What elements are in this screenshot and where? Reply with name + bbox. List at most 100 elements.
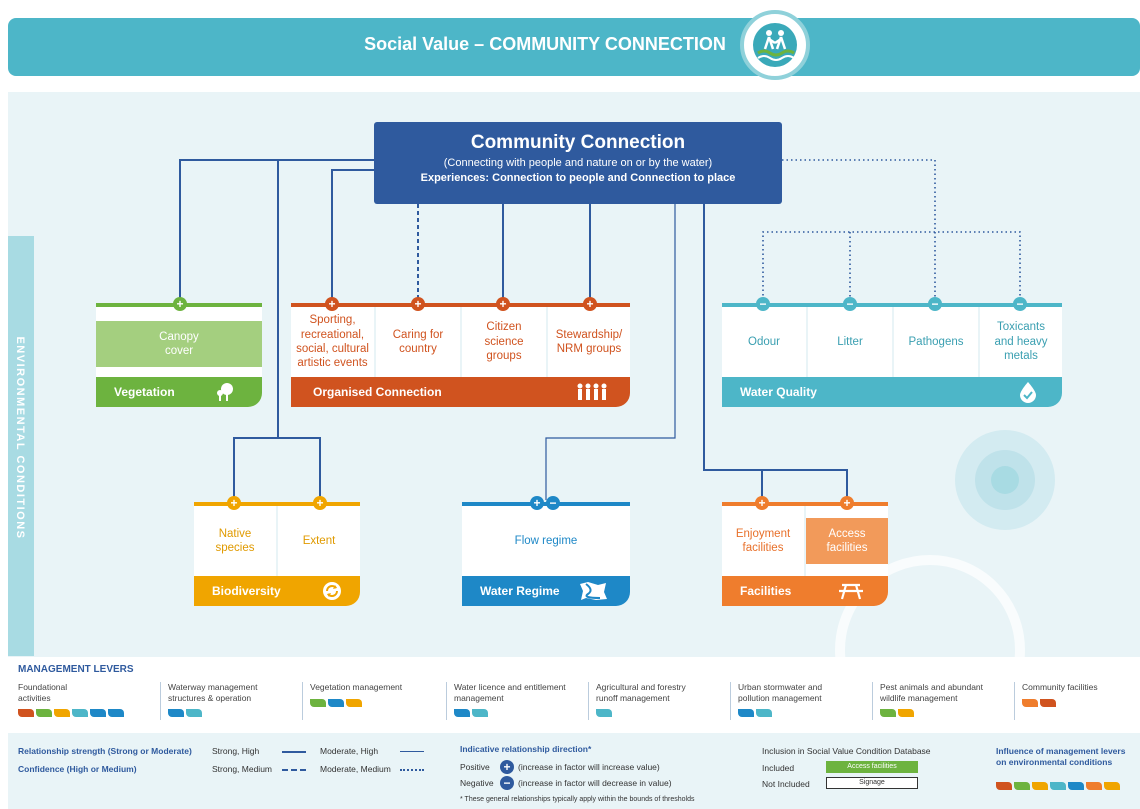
lever-swatch: [54, 709, 70, 718]
vegetation-label: Vegetation: [114, 385, 175, 399]
lever-4: Agricultural and forestry runoff managem…: [588, 682, 724, 720]
moderate-medium-label: Moderate, Medium: [320, 764, 391, 774]
lever-swatch: [186, 709, 202, 718]
connector-lines: [179, 159, 1021, 500]
native-species-label: Native species: [215, 527, 255, 554]
biodiversity-footer: Biodiversity: [194, 576, 360, 606]
caring-label: Caring for country: [392, 328, 444, 355]
lever-3: Water licence and entitlement management: [446, 682, 582, 720]
lever-swatch: [454, 709, 470, 718]
litter-minus-node: −: [843, 297, 857, 311]
strong-high-label: Strong, High: [212, 746, 260, 756]
lever-6: Pest animals and abundant wildlife manag…: [872, 682, 1008, 720]
stewardship-label: Stewardship/ NRM groups: [555, 328, 623, 355]
lever-swatch: [346, 698, 362, 707]
water-quality-footer: Water Quality: [722, 377, 1062, 407]
vegetation-cell-bg: Canopy cover: [96, 307, 262, 377]
lever-swatches: [596, 709, 724, 718]
picnic-table-icon: [838, 582, 864, 603]
positive-plus-icon: +: [500, 760, 514, 774]
direction-title: Indicative relationship direction*: [460, 744, 592, 754]
positive-label: Positive: [460, 762, 490, 772]
lever-swatch: [90, 709, 106, 718]
sporting-cell: Sporting, recreational, social, cultural…: [291, 307, 374, 377]
lever-swatch: [1022, 698, 1038, 707]
lever-5: Urban stormwater and pollution managemen…: [730, 682, 866, 720]
extent-plus-node: +: [313, 496, 327, 510]
legend-panel: [8, 733, 1140, 809]
water-regime-label: Water Regime: [480, 584, 560, 598]
strong-medium-label: Strong, Medium: [212, 764, 272, 774]
moderate-high-line: [400, 751, 424, 752]
citizen-label: Citizen science groups: [484, 321, 524, 363]
toxicants-label: Toxicants and heavy metals: [994, 321, 1048, 363]
access-facilities-highlight: Access facilities: [806, 518, 888, 564]
sporting-plus-node: +: [325, 297, 339, 311]
lever-label: Pest animals and abundant wildlife manag…: [880, 682, 984, 703]
influence-swatch: [1050, 782, 1066, 790]
river-map-icon: [578, 580, 608, 605]
lever-swatch: [310, 698, 326, 707]
community-logo-icon: [740, 10, 810, 80]
lever-swatch: [108, 709, 124, 718]
negative-label: Negative: [460, 778, 494, 788]
influence-swatch: [1068, 782, 1084, 790]
influence-swatches: [996, 782, 1120, 790]
lever-7: Community facilities: [1014, 682, 1140, 720]
not-included-example-swatch: Signage: [826, 777, 918, 789]
canopy-cover-label: Canopy cover: [159, 330, 199, 357]
influence-swatch: [996, 782, 1012, 790]
community-connection-experiences: Experiences: Connection to people and Co…: [420, 172, 736, 184]
water-regime-footer: Water Regime: [462, 576, 630, 606]
toxicants-cell: Toxicants and heavy metals: [980, 307, 1062, 377]
water-quality-top-bar: [722, 303, 1062, 307]
water-drop-check-icon: [1018, 381, 1038, 406]
lever-label: Water licence and entitlement management: [454, 682, 566, 703]
lever-swatch: [756, 709, 772, 718]
litter-label: Litter: [837, 335, 863, 348]
facilities-top-bar: [722, 502, 888, 506]
enjoyment-facilities-cell: Enjoyment facilities: [722, 506, 804, 576]
native-species-cell: Native species: [194, 506, 276, 576]
thresholds-footnote: * These general relationships typically …: [460, 796, 695, 803]
flow-regime-minus-node: −: [546, 496, 560, 510]
influence-swatch: [1086, 782, 1102, 790]
moderate-high-label: Moderate, High: [320, 746, 379, 756]
odour-cell: Odour: [722, 307, 806, 377]
canopy-cover-cell: Canopy cover: [96, 321, 262, 367]
lever-swatch: [880, 709, 896, 718]
water-quality-label: Water Quality: [740, 385, 817, 399]
lever-swatch: [18, 709, 34, 718]
management-levers-title: MANAGEMENT LEVERS: [18, 664, 134, 675]
native-species-plus-node: +: [227, 496, 241, 510]
influence-swatch: [1032, 782, 1048, 790]
cycle-icon: [322, 581, 342, 604]
included-label: Included: [762, 763, 795, 773]
caring-cell: Caring for country: [376, 307, 460, 377]
lever-label: Foundational activities: [18, 682, 68, 703]
negative-minus-icon: −: [500, 776, 514, 790]
enjoyment-plus-node: +: [755, 496, 769, 510]
strong-high-line: [282, 751, 306, 753]
pathogens-minus-node: −: [928, 297, 942, 311]
environmental-conditions-bar: [8, 236, 34, 656]
flow-regime-label: Flow regime: [514, 534, 578, 547]
group-people-icon: [576, 383, 608, 404]
odour-label: Odour: [748, 335, 780, 348]
confidence-label: Confidence (High or Medium): [18, 764, 137, 774]
tree-icon: [216, 382, 236, 405]
lever-divider: [302, 682, 303, 720]
organised-label: Organised Connection: [313, 385, 442, 399]
lever-divider: [1014, 682, 1015, 720]
lever-swatches: [1022, 698, 1140, 707]
lever-swatch: [168, 709, 184, 718]
biodiversity-label: Biodiversity: [212, 584, 281, 598]
facilities-footer: Facilities: [722, 576, 888, 606]
lever-swatch: [898, 709, 914, 718]
lever-swatch: [472, 709, 488, 718]
stewardship-cell: Stewardship/ NRM groups: [548, 307, 630, 377]
extent-cell: Extent: [278, 506, 360, 576]
strength-label: Relationship strength (Strong or Moderat…: [18, 746, 192, 756]
community-connection-subtitle: (Connecting with people and nature on or…: [443, 157, 713, 169]
lever-divider: [446, 682, 447, 720]
